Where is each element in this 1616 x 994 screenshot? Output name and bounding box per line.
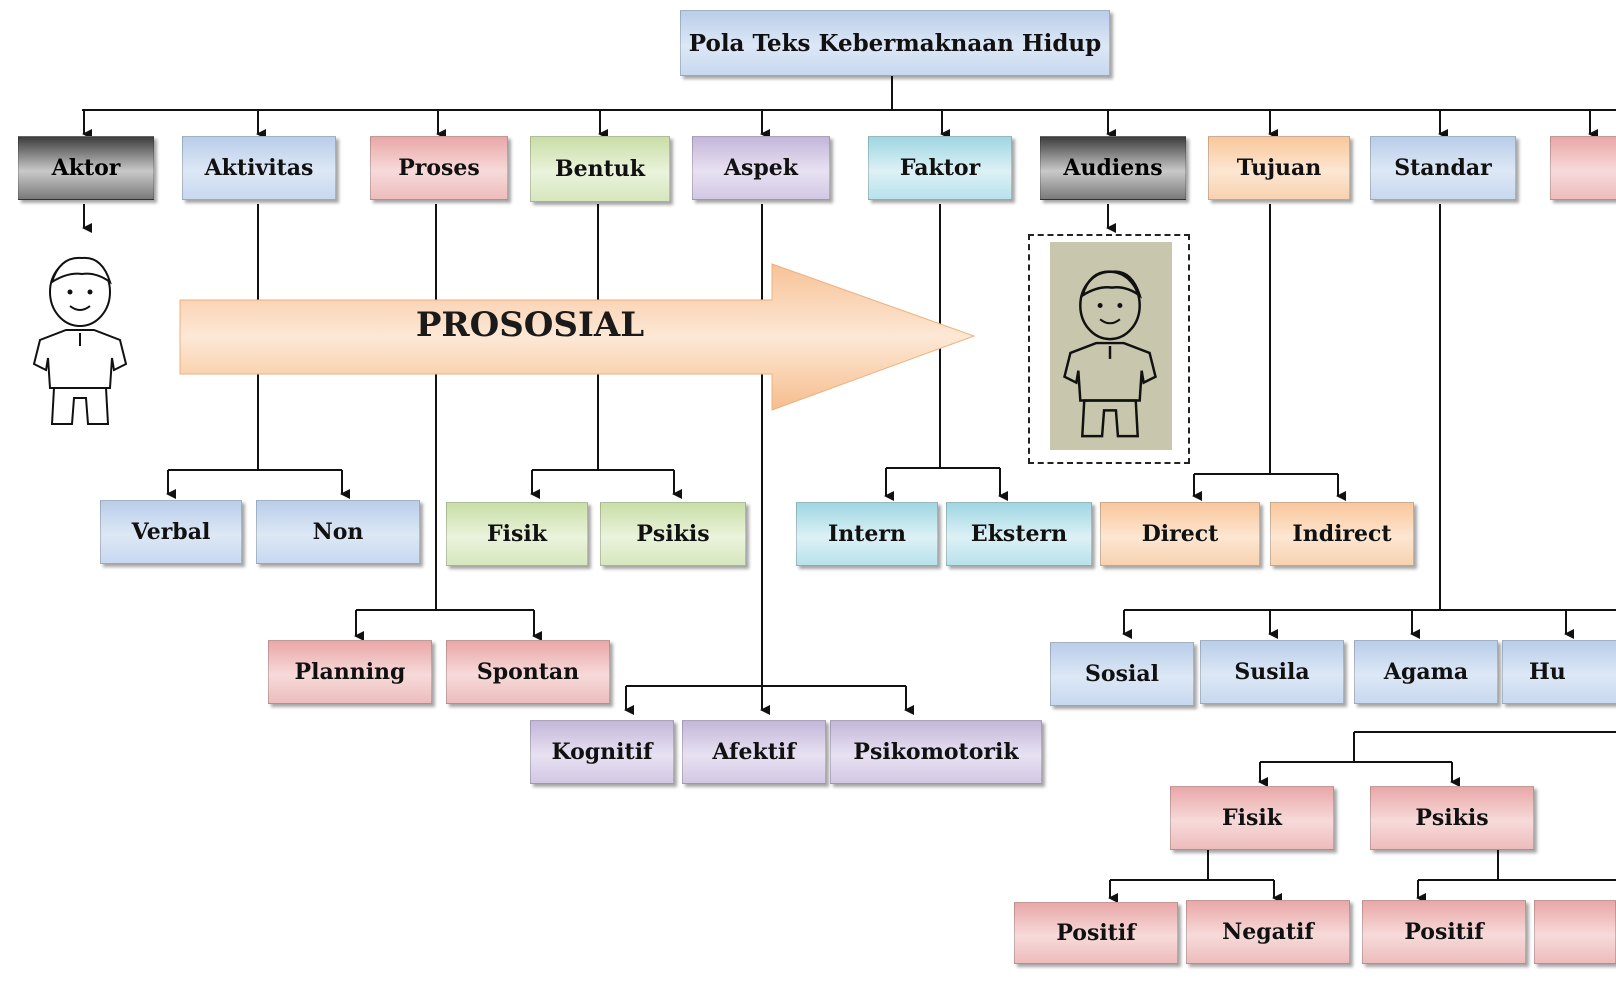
node-dampak-psikis: Psikis (1370, 786, 1534, 850)
category-proses: Proses (370, 136, 508, 200)
prososial-arrow (179, 263, 976, 411)
person-photo-icon (1050, 242, 1172, 450)
node-fisik-positif: Positif (1014, 902, 1178, 964)
node-non: Non (256, 500, 420, 564)
node-verbal: Verbal (100, 500, 242, 564)
audiens-photo-frame (1028, 234, 1190, 464)
node-psikis-cutoff (1534, 900, 1616, 964)
node-indirect: Indirect (1270, 502, 1414, 566)
node-intern: Intern (796, 502, 938, 566)
category-tujuan: Tujuan (1208, 136, 1350, 200)
category-audiens: Audiens (1040, 136, 1186, 200)
category-aktivitas: Aktivitas (182, 136, 336, 200)
node-psikis: Psikis (600, 502, 746, 566)
category-aspek: Aspek (692, 136, 830, 200)
node-direct: Direct (1100, 502, 1260, 566)
node-psikis-positif: Positif (1362, 900, 1526, 964)
node-sosial: Sosial (1050, 642, 1194, 706)
node-psikomotorik: Psikomotorik (830, 720, 1042, 784)
category-standar: Standar (1370, 136, 1516, 200)
node-susila: Susila (1200, 640, 1344, 704)
node-spontan: Spontan (446, 640, 610, 704)
category-cutoff (1550, 136, 1616, 200)
person-icon (32, 256, 128, 425)
node-kognitif: Kognitif (530, 720, 674, 784)
prososial-label: PROSOSIAL (415, 305, 645, 345)
node-ekstern: Ekstern (946, 502, 1092, 566)
category-aktor: Aktor (18, 136, 154, 200)
node-fisik: Fisik (446, 502, 588, 566)
category-bentuk: Bentuk (530, 136, 670, 202)
root-node: Pola Teks Kebermaknaan Hidup (680, 10, 1110, 76)
node-dampak-fisik: Fisik (1170, 786, 1334, 850)
category-faktor: Faktor (868, 136, 1012, 200)
node-agama: Agama (1354, 640, 1498, 704)
node-hukum-cutoff: Hu (1502, 640, 1616, 704)
node-afektif: Afektif (682, 720, 826, 784)
node-fisik-negatif: Negatif (1186, 900, 1350, 964)
node-planning: Planning (268, 640, 432, 704)
